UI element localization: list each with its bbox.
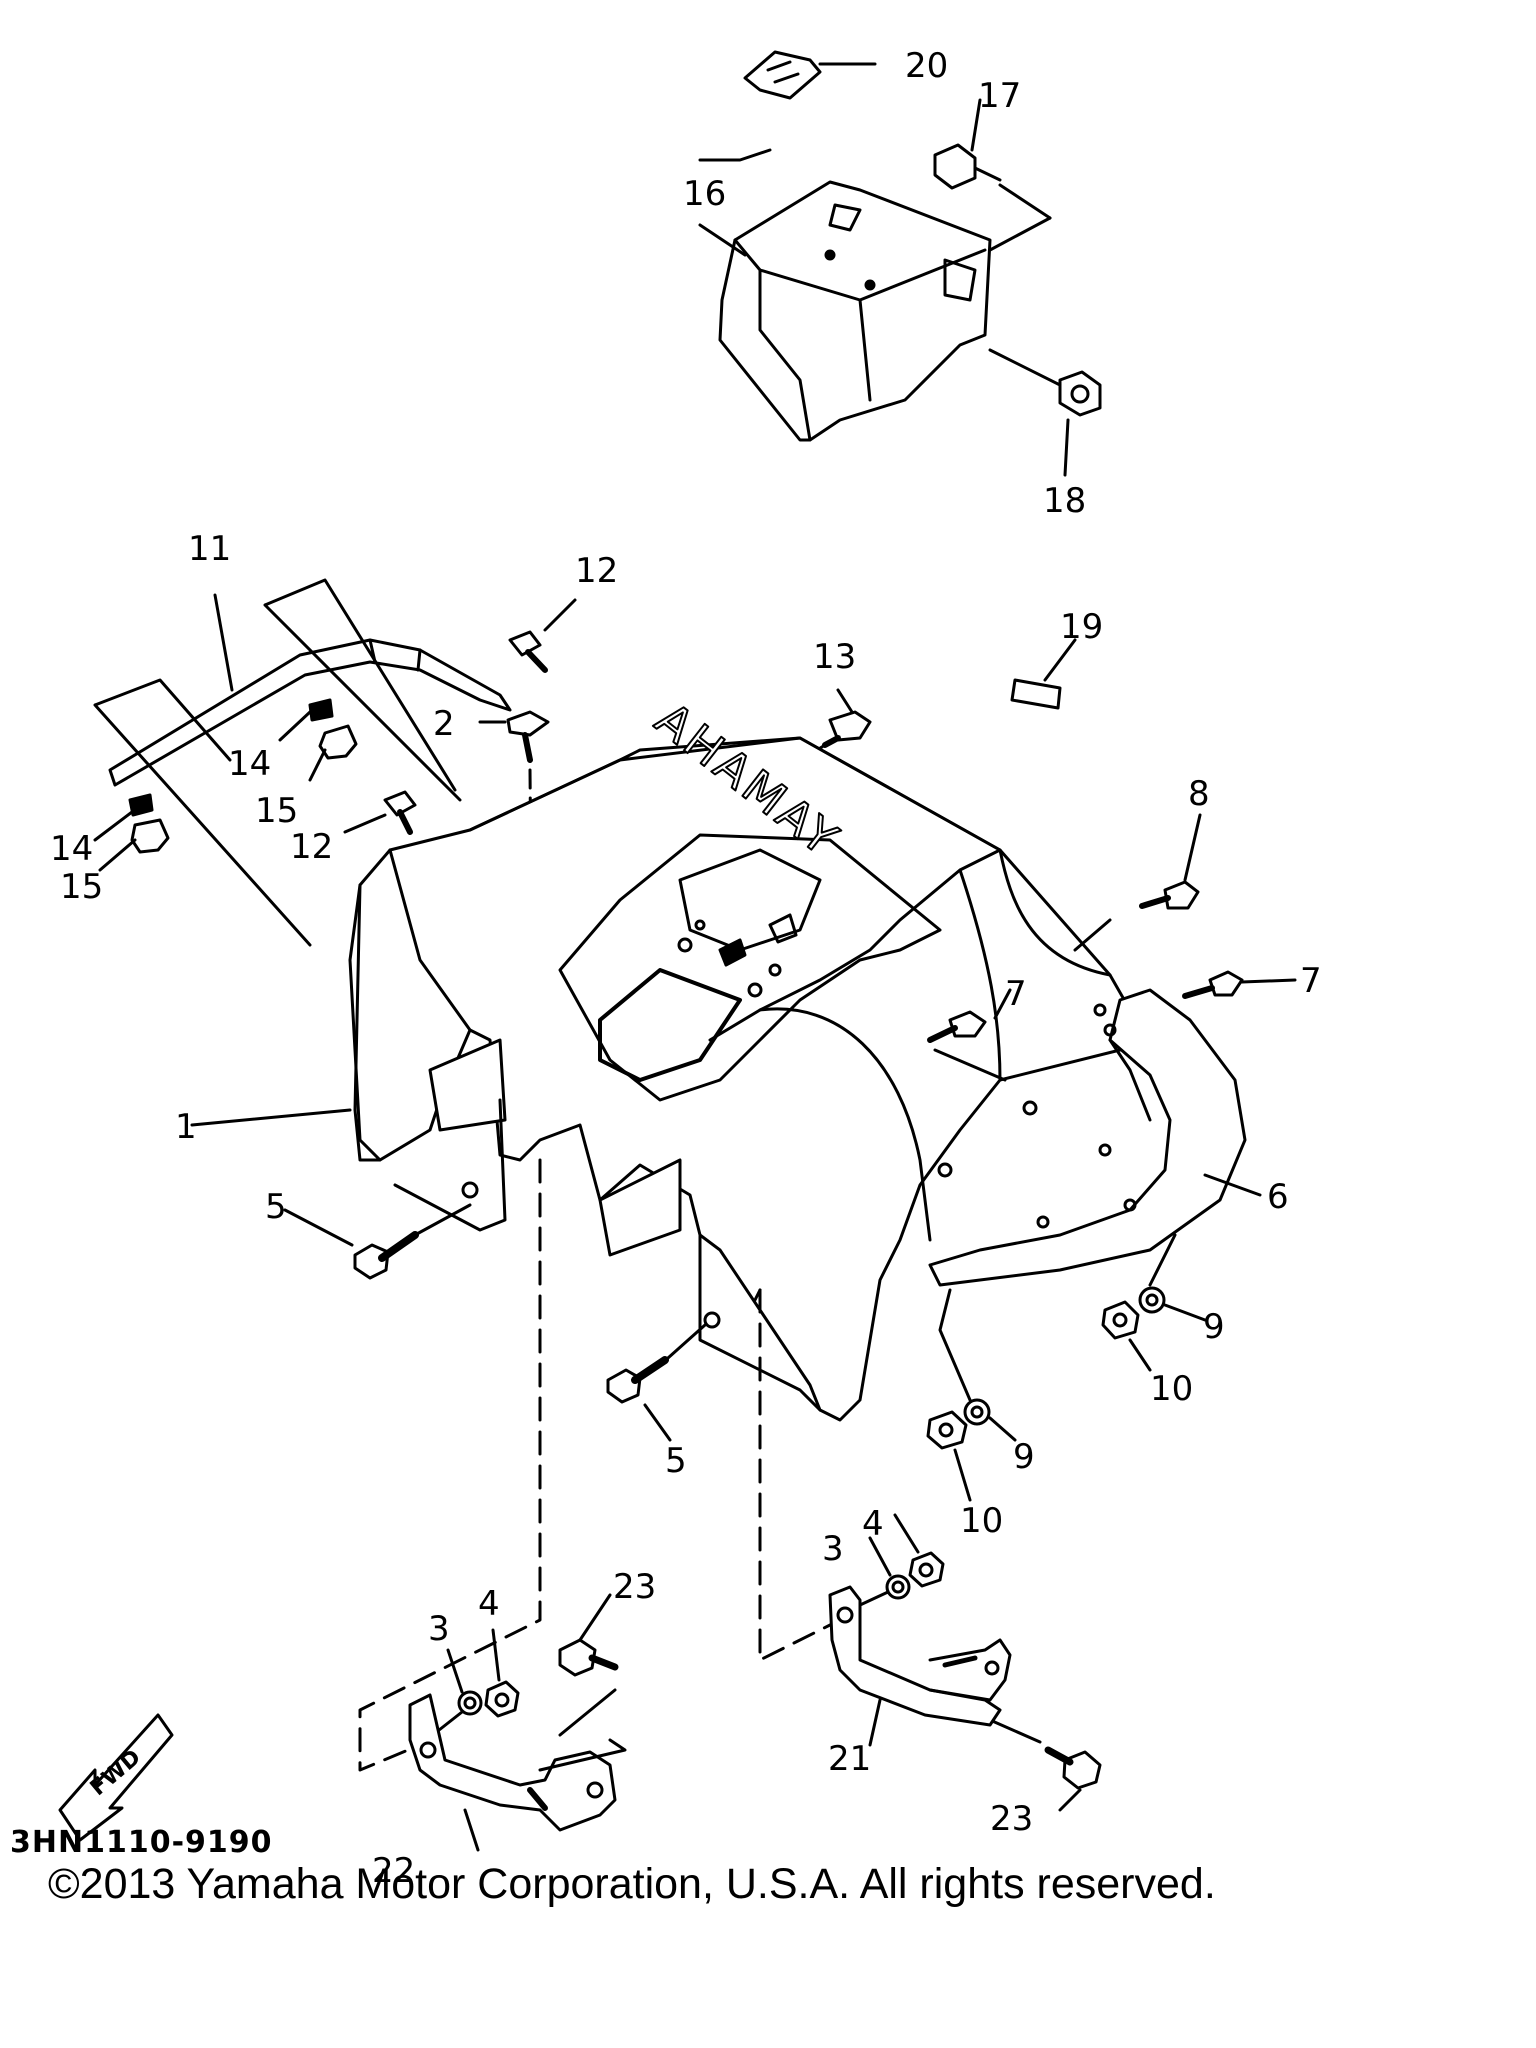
bolt-part-17 (933, 98, 1052, 252)
callout-14a: 14 (228, 744, 271, 784)
callout-9b: 9 (1013, 1437, 1035, 1477)
callout-10b: 10 (960, 1501, 1003, 1541)
bracket-part-21 (828, 1585, 1012, 1747)
grommet-part-19 (1010, 638, 1077, 710)
bolt-part-5 (283, 1203, 707, 1442)
callout-5b: 5 (665, 1441, 687, 1481)
fwd-arrow-icon (58, 1713, 174, 1842)
callout-7b: 7 (1005, 974, 1027, 1014)
callout-6: 6 (1267, 1177, 1289, 1217)
nut-part-18 (988, 348, 1102, 477)
callout-19: 19 (1060, 607, 1103, 647)
callout-13: 13 (813, 637, 856, 677)
callout-5a: 5 (265, 1187, 287, 1227)
bolt-part-8 (1073, 813, 1202, 952)
callout-15a: 15 (255, 791, 298, 831)
callout-1: 1 (175, 1107, 197, 1147)
leader-lines (358, 1158, 832, 1772)
copyright-text: ©2013 Yamaha Motor Corporation, U.S.A. A… (48, 1860, 1216, 1908)
callout-20: 20 (905, 46, 948, 86)
callout-11: 11 (188, 529, 231, 569)
mud-guard-part-6 (928, 988, 1262, 1287)
callout-23a: 23 (613, 1567, 656, 1607)
callout-23b: 23 (990, 1799, 1033, 1839)
bolt-part-12 (343, 598, 577, 835)
callout-14b: 14 (50, 829, 93, 869)
callout-2: 2 (433, 704, 455, 744)
part-code: 3HN1110-9190 (10, 1825, 273, 1860)
callout-12b: 12 (290, 827, 333, 867)
callout-15b: 15 (60, 867, 103, 907)
callout-10a: 10 (1150, 1369, 1193, 1409)
callout-17: 17 (978, 76, 1021, 116)
rail-part-11 (93, 578, 512, 947)
rear-fender-part-1 (190, 736, 1142, 1422)
clip-part-20 (743, 50, 877, 100)
callout-18: 18 (1043, 481, 1086, 521)
bolt-part-7 (927, 970, 1297, 1082)
nuts-part-9-10 (926, 1233, 1207, 1502)
bracket-part-22 (408, 1693, 627, 1852)
washer-nut-part-3-4-right (843, 1513, 945, 1614)
bolt-part-23 (558, 1593, 1102, 1812)
callout-12a: 12 (575, 551, 618, 591)
callout-21: 21 (828, 1739, 871, 1779)
callout-8: 8 (1188, 774, 1210, 814)
callout-9a: 9 (1203, 1307, 1225, 1347)
tool-box-part-16 (698, 148, 992, 442)
callout-numbers: 20 17 16 18 19 11 12 13 2 14 15 12 14 15… (50, 46, 1322, 1891)
callout-7a: 7 (1300, 961, 1322, 1001)
callout-3b: 3 (428, 1609, 450, 1649)
callout-3a: 3 (822, 1529, 844, 1569)
callout-16: 16 (683, 174, 726, 214)
callout-22: 22 (372, 1851, 415, 1891)
callout-4b: 4 (478, 1584, 500, 1624)
callout-4a: 4 (862, 1504, 884, 1544)
hardware-part-14-15 (93, 698, 358, 872)
